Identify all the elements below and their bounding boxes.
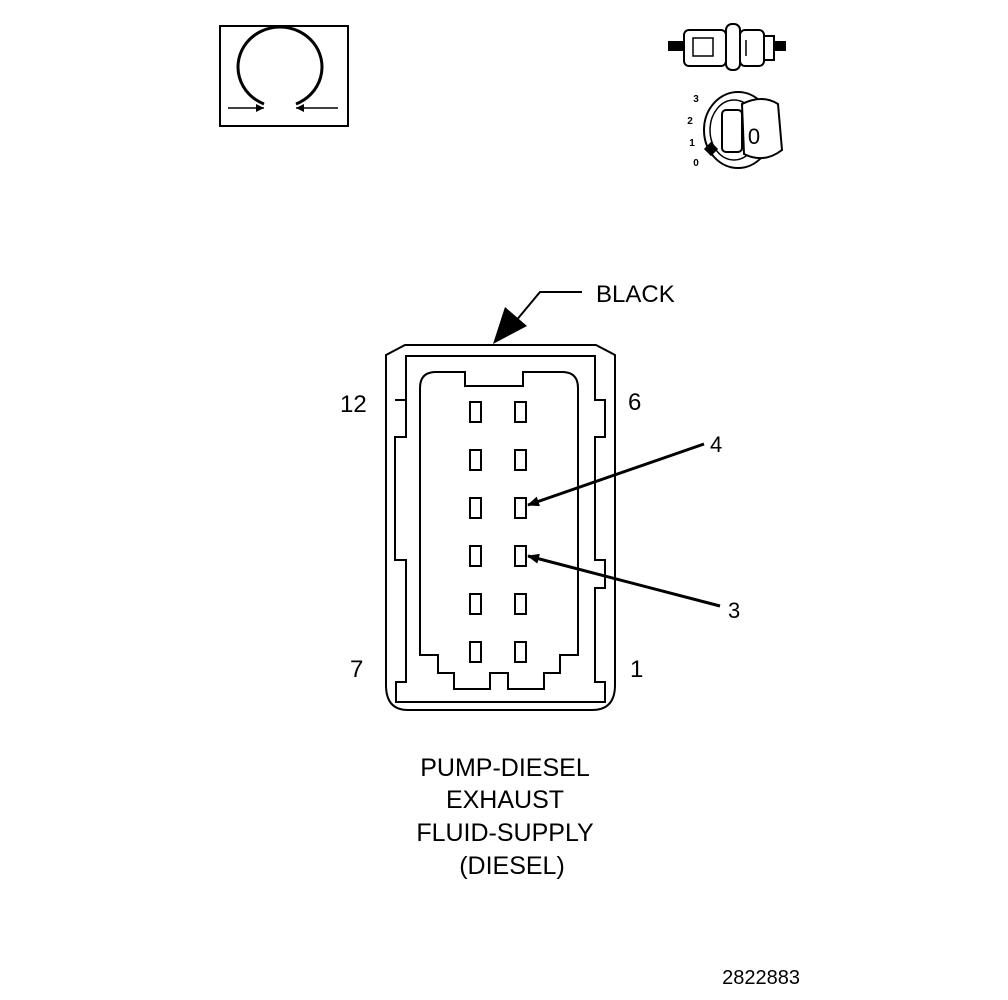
caption-line-4: (DIESEL): [459, 852, 565, 880]
pin-cavity: [469, 641, 482, 663]
pin-cavity: [514, 449, 527, 471]
caption-line-1: PUMP-DIESEL: [420, 754, 590, 782]
pin-cavity: [514, 545, 527, 567]
connector-icon: [668, 23, 786, 71]
ignition-scale-1: 1: [689, 138, 695, 149]
pin-cavity: [469, 593, 482, 615]
pin-cavity: [514, 641, 527, 663]
circular-arrow-icon: [219, 25, 349, 127]
pin-cavity: [469, 401, 482, 423]
pin-cavity: [469, 449, 482, 471]
color-callout: BLACK: [493, 281, 675, 344]
pin-cavity: [469, 497, 482, 519]
ignition-scale-2: 2: [687, 116, 693, 127]
pin-callout-3-label: 3: [728, 598, 740, 623]
pin-callout-4: 4: [527, 432, 722, 507]
pin-cavity: [469, 545, 482, 567]
ignition-scale-0: 0: [693, 158, 699, 169]
connector-housing: [385, 344, 616, 711]
caption-line-2: EXHAUST: [446, 786, 564, 814]
key-position-label: 0: [748, 124, 760, 149]
pin-cavity: [514, 401, 527, 423]
figure-number: 2822883: [722, 967, 800, 989]
corner-label-6: 6: [628, 389, 641, 416]
corner-label-12: 12: [340, 391, 367, 418]
ignition-key-icon: 0 1 2 3 0: [687, 91, 784, 169]
pin-cavity: [514, 497, 527, 519]
color-callout-label: BLACK: [596, 281, 675, 308]
pin-cavities: [469, 401, 527, 663]
ignition-scale-3: 3: [693, 94, 699, 105]
pin-callout-4-label: 4: [710, 432, 722, 457]
corner-label-1: 1: [630, 656, 643, 683]
caption-line-3: FLUID-SUPPLY: [416, 819, 594, 847]
pin-callout-3: 3: [527, 553, 740, 623]
connector-caption: PUMP-DIESEL EXHAUST FLUID-SUPPLY (DIESEL…: [416, 754, 594, 880]
corner-label-7: 7: [350, 656, 363, 683]
pin-cavity: [514, 593, 527, 615]
